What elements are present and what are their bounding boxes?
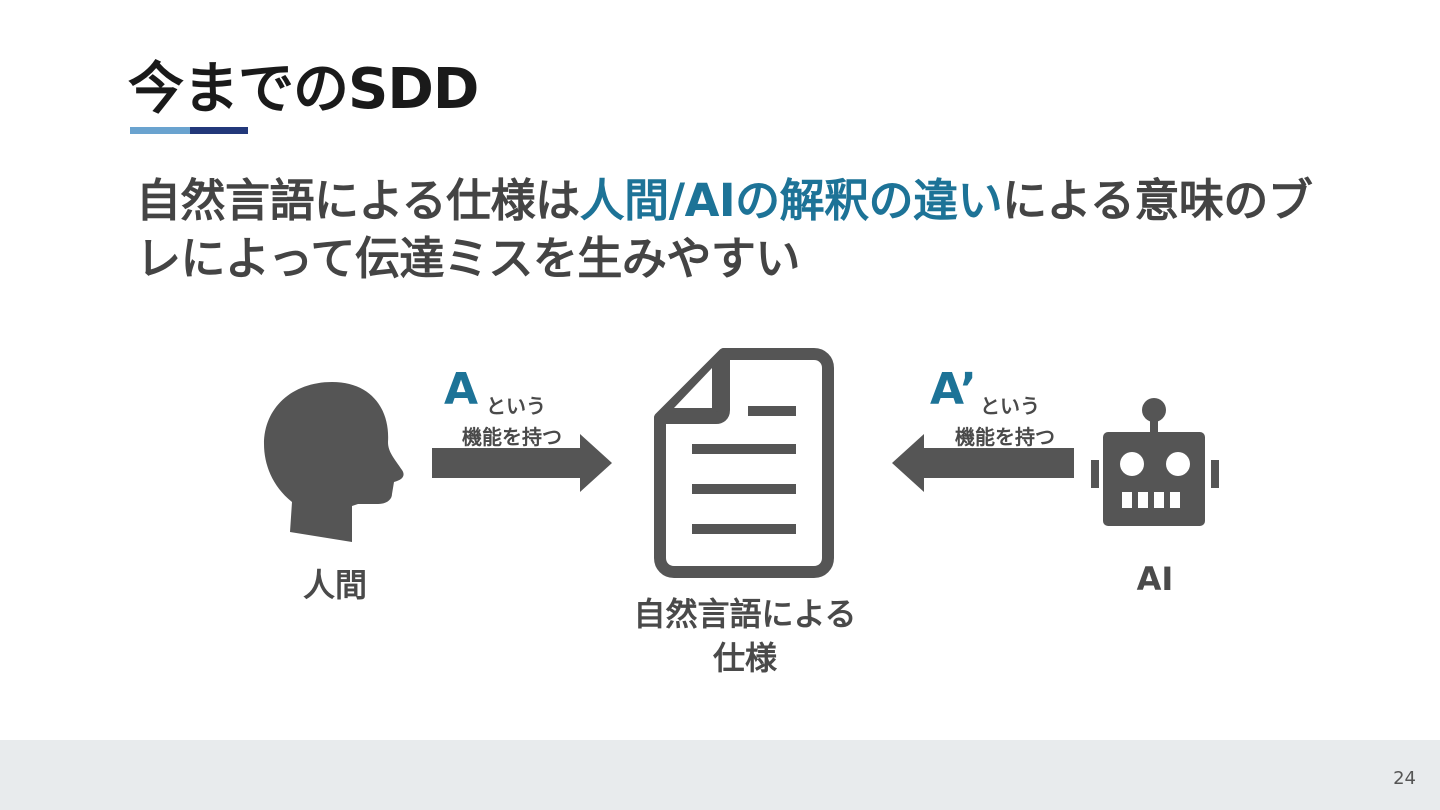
document-label-line2: 仕様 xyxy=(712,639,777,677)
left-arrow-caption: 機能を持つ xyxy=(462,425,562,449)
lead-text: 自然言語による仕様は人間/AIの解釈の違いによる意味のブレによって伝達ミスを生み… xyxy=(136,172,1336,288)
slide-footer: 24 xyxy=(0,740,1440,810)
lead-part-1: 自然言語による仕様は xyxy=(136,174,580,227)
document-label-line1: 自然言語による xyxy=(633,595,857,633)
document-icon xyxy=(654,348,834,578)
right-arrow-caption: 機能を持つ xyxy=(955,425,1055,449)
human-head-icon xyxy=(264,382,404,542)
page-number: 24 xyxy=(1393,768,1416,789)
human-label: 人間 xyxy=(302,566,367,604)
lead-highlight: 人間/AIの解釈の違い xyxy=(579,174,1003,227)
slide-title: 今までのSDD xyxy=(128,57,479,122)
left-arrow-big-label: A xyxy=(444,364,479,415)
document-label: 自然言語による 仕様 xyxy=(600,592,890,680)
arrow-right-icon xyxy=(432,434,612,492)
left-arrow-small-label: という xyxy=(486,394,546,418)
right-arrow-small-label: という xyxy=(980,394,1040,418)
lead-part-2: による意味のブレによって伝達ミスを生みやすい xyxy=(136,174,1313,285)
title-underline-dark xyxy=(190,127,248,134)
ai-label: AI xyxy=(1136,560,1174,598)
arrow-left-icon xyxy=(892,434,1074,492)
robot-icon xyxy=(1091,398,1219,526)
title-underline-light xyxy=(130,127,190,134)
right-arrow-big-label: A’ xyxy=(930,364,977,415)
title-underline xyxy=(130,127,248,134)
